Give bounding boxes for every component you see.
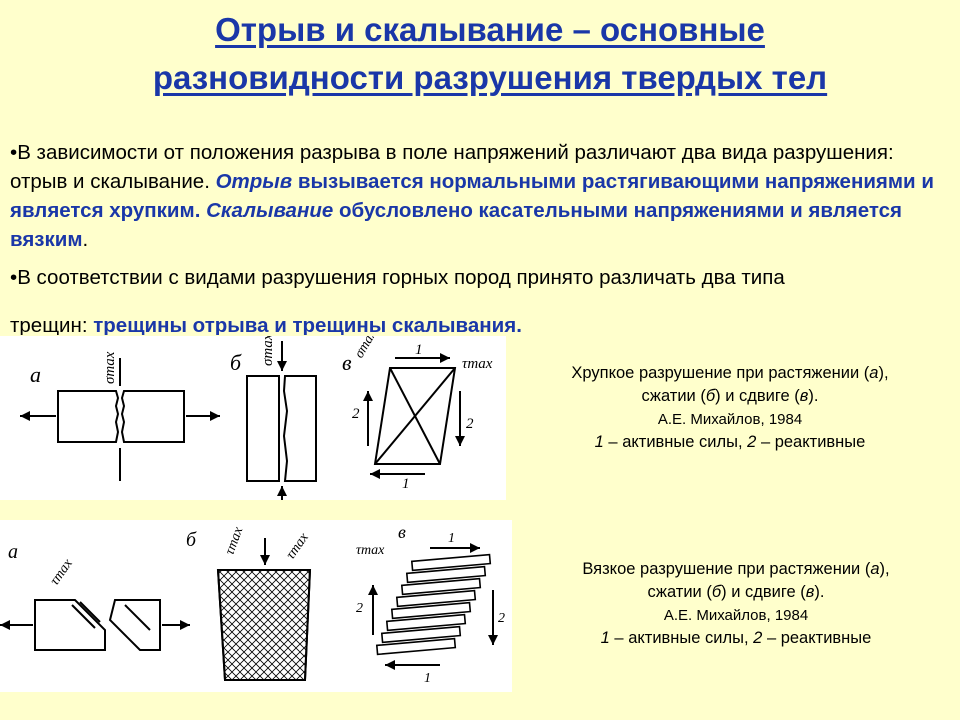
caption-text: ). xyxy=(814,583,825,601)
caption-number: 1 xyxy=(600,629,610,647)
caption-line: 1 – активные силы, 2 – реактивные xyxy=(512,627,960,650)
caption-line: сжатии (б) и сдвиге (в). xyxy=(506,385,954,408)
caption-line: 1 – активные силы, 2 – реактивные xyxy=(506,431,954,454)
force-label-2: 2 xyxy=(466,416,474,432)
force-label-2: 2 xyxy=(498,611,505,626)
caption-letter: б xyxy=(711,583,722,601)
label-b: б xyxy=(186,529,197,551)
label-v: в xyxy=(398,522,406,542)
label-v: в xyxy=(342,350,352,375)
caption-text: Хрупкое разрушение при растяжении ( xyxy=(571,364,870,382)
label-a: а xyxy=(8,541,18,563)
tau-max-label: τmax xyxy=(356,543,385,558)
caption-letter: в xyxy=(805,583,815,601)
caption-text: – активные силы, xyxy=(609,629,754,647)
force-label-1: 1 xyxy=(448,531,455,546)
caption-text: – реактивные xyxy=(756,433,866,451)
caption-text: ). xyxy=(808,387,819,405)
force-label-1: 1 xyxy=(415,342,423,358)
caption-letter: б xyxy=(705,387,716,405)
period: . xyxy=(82,228,89,251)
tau-max-label: τmax xyxy=(47,556,76,588)
brittle-fracture-diagram: а σmax б σmax в σmax τmax 1 2 2 1 xyxy=(20,327,493,500)
caption-number: 2 xyxy=(753,629,763,647)
caption-text: ), xyxy=(878,364,889,382)
caption-text: Вязкое разрушение при растяжении ( xyxy=(582,560,871,578)
bullet-paragraph-2-continuation: трещин: трещины отрыва и трещины скалыва… xyxy=(10,311,940,335)
sigma-max-label: σmax xyxy=(260,336,276,366)
otryv-definition: вызывается нормальными растягивающими на… xyxy=(10,170,934,222)
tau-max-label: τmax xyxy=(283,530,312,562)
sigma-max-label: σmax xyxy=(102,351,118,384)
caption-line: Вязкое разрушение при растяжении (а), xyxy=(512,558,960,581)
caption-line: сжатии (б) и сдвиге (в). xyxy=(512,581,960,604)
caption-letter: а xyxy=(870,560,880,578)
caption-letter: а xyxy=(869,364,879,382)
ductile-fracture-diagram: а τmax б τmax τmax в τmax 1 2 2 1 xyxy=(0,522,505,686)
caption-letter: в xyxy=(799,387,809,405)
term-skalyvanie: Скалывание xyxy=(206,199,334,222)
bullet-marker: • xyxy=(10,141,18,164)
caption-text: сжатии ( xyxy=(641,387,706,405)
sigma-max-label: σmax xyxy=(352,336,380,361)
label-a: а xyxy=(30,362,41,387)
ductile-fracture-caption: Вязкое разрушение при растяжении (а), сж… xyxy=(512,558,960,650)
ductile-fracture-figure: а τmax б τmax τmax в τmax 1 2 2 1 xyxy=(0,520,512,692)
label-b: б xyxy=(230,350,242,375)
force-label-2: 2 xyxy=(352,406,360,422)
bullet-paragraph-2: •В соответствии с видами разрушения горн… xyxy=(10,263,940,292)
bullet-2-text: В соответствии с видами разрушения горны… xyxy=(17,266,785,289)
caption-line: Хрупкое разрушение при растяжении (а), xyxy=(506,362,954,385)
caption-text: ) и сдвиге ( xyxy=(721,583,806,601)
caption-author: А.Е. Михайлов, 1984 xyxy=(657,411,803,428)
brittle-fracture-caption: Хрупкое разрушение при растяжении (а), с… xyxy=(506,362,954,454)
caption-number: 2 xyxy=(747,433,757,451)
bullet-marker: • xyxy=(10,266,18,289)
bullet-1-text: В зависимости от положения разрыва в пол… xyxy=(10,141,894,193)
bullet-2-text-cont: трещин: xyxy=(10,314,94,335)
crack-types: трещины отрыва и трещины скалывания. xyxy=(93,314,522,335)
caption-text: ), xyxy=(879,560,890,578)
force-label-1: 1 xyxy=(402,476,410,492)
title-line-1: Отрыв и скалывание – основные xyxy=(215,11,765,48)
force-label-1: 1 xyxy=(424,671,431,686)
tau-max-label: τmax xyxy=(462,356,493,372)
caption-number: 1 xyxy=(594,433,604,451)
caption-text: – реактивные xyxy=(762,629,872,647)
brittle-fracture-figure: а σmax б σmax в σmax τmax 1 2 2 1 xyxy=(0,327,506,500)
skalyvanie-definition: обусловлено касательными напряжениями и … xyxy=(10,199,902,251)
caption-text: сжатии ( xyxy=(647,583,712,601)
term-otryv: Отрыв xyxy=(215,170,293,193)
slide-title: Отрыв и скалывание – основные разновидно… xyxy=(40,6,940,102)
caption-author: А.Е. Михайлов, 1984 xyxy=(663,607,809,624)
caption-text: – активные силы, xyxy=(603,433,748,451)
force-label-2: 2 xyxy=(356,601,363,616)
bullet-paragraph-1: •В зависимости от положения разрыва в по… xyxy=(10,138,940,254)
tau-max-label: τmax xyxy=(223,524,247,556)
caption-text: ) и сдвиге ( xyxy=(715,387,800,405)
title-line-2: разновидности разрушения твердых тел xyxy=(152,59,828,96)
